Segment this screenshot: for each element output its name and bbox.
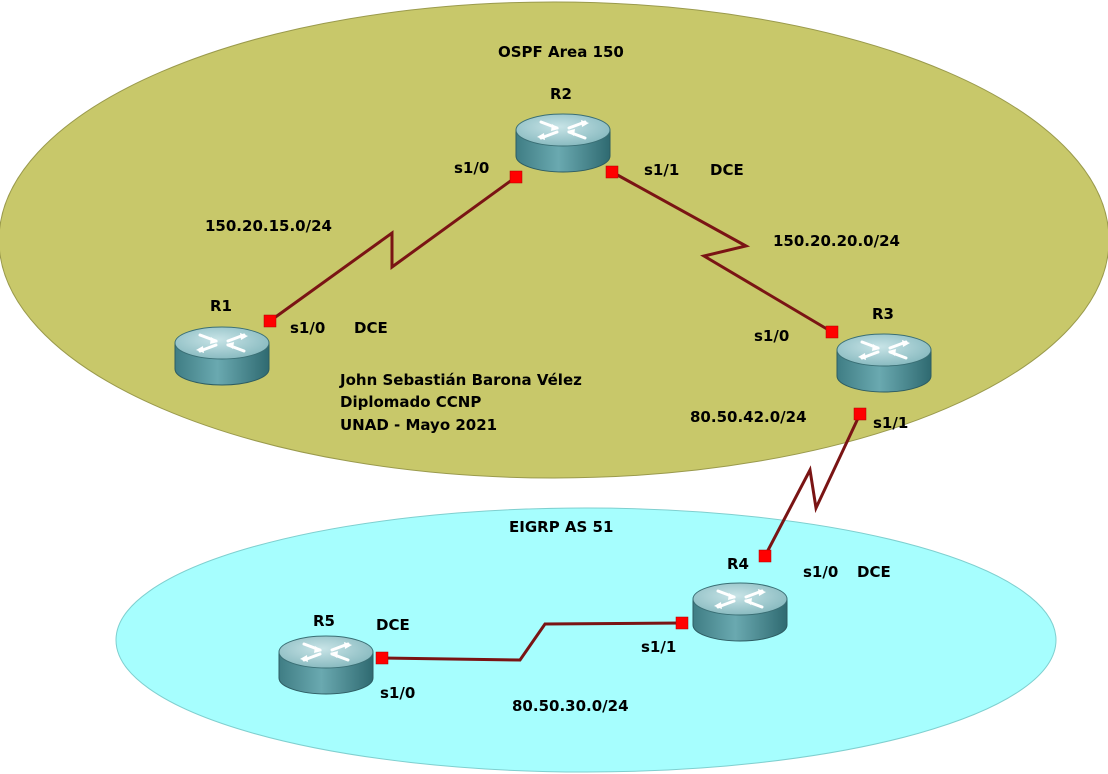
router-r3-label: R3 (872, 305, 894, 323)
port-r4-s1-0 (758, 549, 772, 563)
router-r3-icon[interactable] (835, 332, 933, 394)
r2-s1-0-label: s1/0 (454, 159, 489, 177)
router-r5-label: R5 (313, 612, 335, 630)
r3-s1-1-label: s1/1 (873, 414, 908, 432)
r4-s1-0-label: s1/0 (803, 563, 838, 581)
ospf-area-label: OSPF Area 150 (498, 43, 624, 61)
port-r2-s1-0 (509, 170, 523, 184)
r2-s1-1-label: s1/1 (644, 161, 679, 179)
port-r3-s1-0 (825, 325, 839, 339)
router-r4-icon[interactable] (691, 581, 789, 643)
router-r2-icon[interactable] (514, 112, 612, 174)
r4-dce-label: DCE (857, 563, 891, 581)
port-r5-s1-0 (375, 651, 389, 665)
r5-s1-0-label: s1/0 (380, 684, 415, 702)
router-r5-icon[interactable] (277, 634, 375, 696)
port-r4-s1-1 (675, 616, 689, 630)
r2-dce-label: DCE (710, 161, 744, 179)
r1-dce-label: DCE (354, 319, 388, 337)
port-r2-s1-1 (605, 165, 619, 179)
author-course: Diplomado CCNP (340, 393, 481, 411)
eigrp-area (115, 507, 1057, 773)
network-r4-r5-label: 80.50.30.0/24 (512, 697, 629, 715)
router-r2-label: R2 (550, 85, 572, 103)
ospf-area (0, 1, 1108, 479)
network-r2-r3-label: 150.20.20.0/24 (773, 232, 900, 250)
r3-s1-0-label: s1/0 (754, 327, 789, 345)
network-r3-r4-label: 80.50.42.0/24 (690, 408, 807, 426)
author-date: UNAD - Mayo 2021 (340, 416, 497, 434)
router-r1-label: R1 (210, 297, 232, 315)
network-r1-r2-label: 150.20.15.0/24 (205, 217, 332, 235)
port-r1-s1-0 (263, 314, 277, 328)
author-name: John Sebastián Barona Vélez (339, 371, 582, 389)
router-r4-label: R4 (727, 555, 749, 573)
link-r2-r3 (611, 170, 833, 334)
link-r4-r5 (381, 621, 683, 662)
link-r1-r2 (269, 175, 517, 323)
eigrp-area-label: EIGRP AS 51 (509, 518, 613, 536)
port-r3-s1-1 (853, 407, 867, 421)
r5-dce-label: DCE (376, 616, 410, 634)
router-r1-icon[interactable] (173, 325, 271, 387)
link-r3-r4 (763, 413, 862, 557)
r1-s1-0-label: s1/0 (290, 319, 325, 337)
r4-s1-1-label: s1/1 (641, 638, 676, 656)
